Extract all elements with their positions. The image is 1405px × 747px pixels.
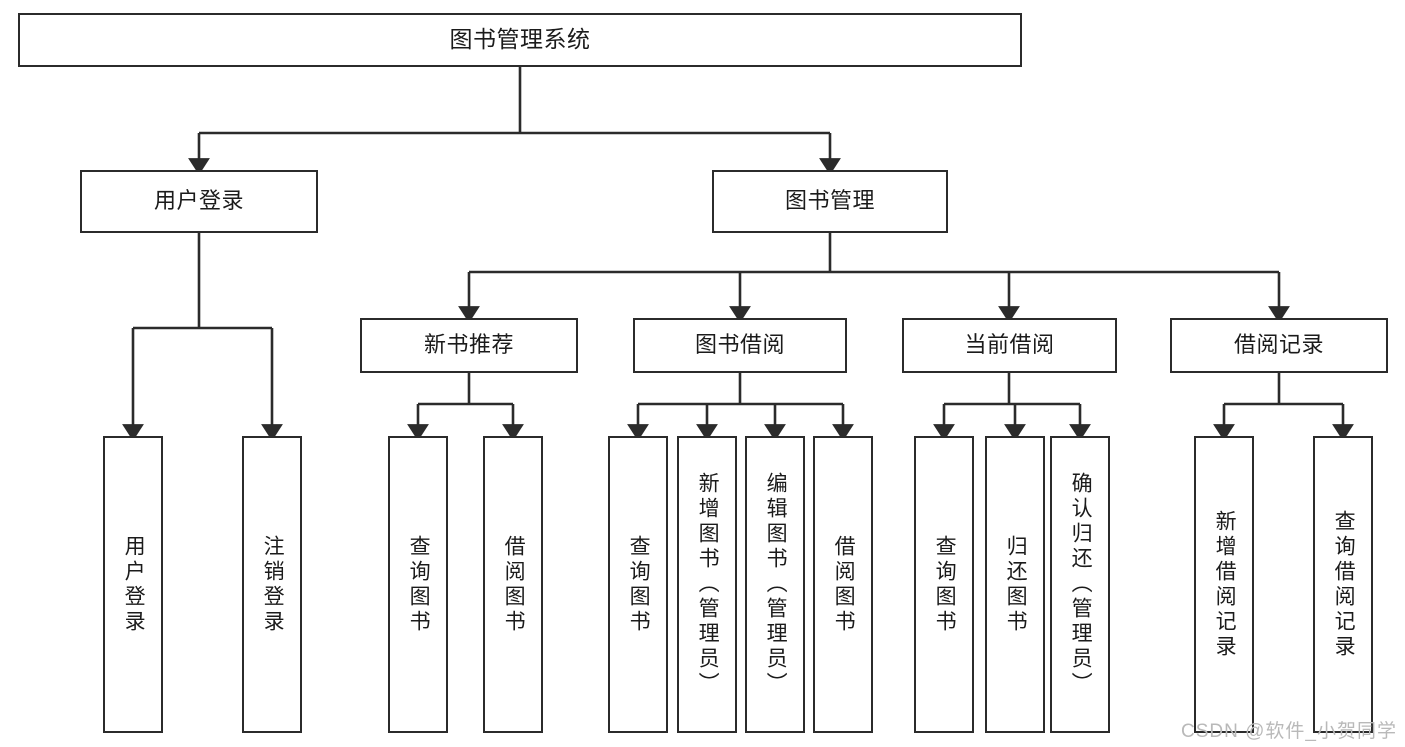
node-label: 确认归还（管理员） <box>1069 472 1093 697</box>
leaf-add-book-admin[interactable]: 新增图书（管理员） <box>677 436 737 733</box>
leaf-user-login[interactable]: 用户登录 <box>103 436 163 733</box>
leaf-borrow-book-recommend[interactable]: 借阅图书 <box>483 436 543 733</box>
node-label: 查询图书 <box>933 534 957 635</box>
node-user-login[interactable]: 用户登录 <box>80 170 318 233</box>
node-label: 新增图书（管理员） <box>696 472 720 697</box>
leaf-query-book-borrow[interactable]: 查询图书 <box>608 436 668 733</box>
leaf-edit-book-admin[interactable]: 编辑图书（管理员） <box>745 436 805 733</box>
node-label: 查询借阅记录 <box>1332 509 1356 660</box>
leaf-query-book-recommend[interactable]: 查询图书 <box>388 436 448 733</box>
node-root-system[interactable]: 图书管理系统 <box>18 13 1022 67</box>
node-label: 查询图书 <box>407 534 431 635</box>
node-label: 借阅图书 <box>832 534 856 635</box>
node-label: 新书推荐 <box>423 332 514 358</box>
leaf-return-book[interactable]: 归还图书 <box>985 436 1045 733</box>
leaf-borrow-book[interactable]: 借阅图书 <box>813 436 873 733</box>
leaf-logout[interactable]: 注销登录 <box>242 436 302 733</box>
node-label: 编辑图书（管理员） <box>764 472 788 697</box>
node-label: 用户登录 <box>153 188 244 214</box>
node-label: 借阅图书 <box>502 534 526 635</box>
node-label: 图书管理系统 <box>449 26 591 53</box>
watermark-text: CSDN @软件_小贺同学 <box>1181 721 1397 742</box>
node-book-management[interactable]: 图书管理 <box>712 170 948 233</box>
node-label: 查询图书 <box>627 534 651 635</box>
leaf-query-book-current[interactable]: 查询图书 <box>914 436 974 733</box>
node-label: 借阅记录 <box>1233 332 1324 358</box>
node-label: 用户登录 <box>122 534 146 635</box>
leaf-confirm-return-admin[interactable]: 确认归还（管理员） <box>1050 436 1110 733</box>
node-label: 新增借阅记录 <box>1213 509 1237 660</box>
node-label: 注销登录 <box>261 534 285 635</box>
node-label: 图书借阅 <box>694 332 785 358</box>
node-new-book-recommend[interactable]: 新书推荐 <box>360 318 578 373</box>
leaf-add-borrow-record[interactable]: 新增借阅记录 <box>1194 436 1254 733</box>
node-book-borrow[interactable]: 图书借阅 <box>633 318 847 373</box>
node-label: 图书管理 <box>784 188 875 214</box>
node-current-borrow[interactable]: 当前借阅 <box>902 318 1117 373</box>
node-label: 归还图书 <box>1004 534 1028 635</box>
node-label: 当前借阅 <box>964 332 1055 358</box>
leaf-query-borrow-record[interactable]: 查询借阅记录 <box>1313 436 1373 733</box>
node-borrow-record[interactable]: 借阅记录 <box>1170 318 1388 373</box>
